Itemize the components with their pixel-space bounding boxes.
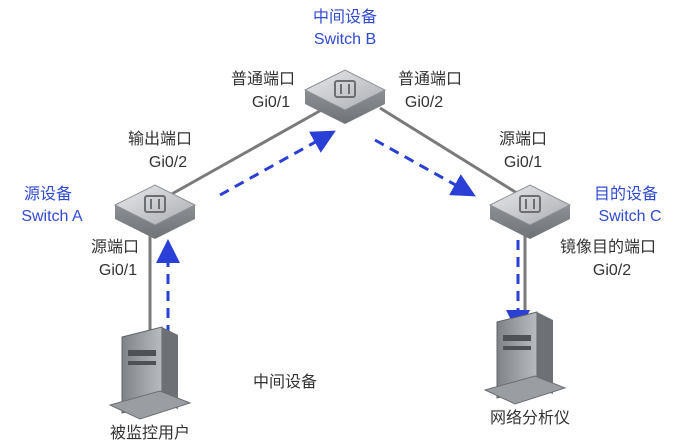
switch-a-src-port: Gi0/1 [98, 262, 138, 279]
pc-icon[interactable] [108, 326, 192, 420]
switch-a-role: 源设备 [23, 186, 73, 203]
switch-c-mirror-port: Gi0/2 [592, 262, 632, 279]
link-a-b [169, 106, 326, 197]
analyzer-label: 网络分析仪 [489, 410, 571, 427]
switch-a-out-port: Gi0/2 [148, 154, 188, 171]
switch-b-role: 中间设备 [312, 9, 378, 26]
switch-icon[interactable] [488, 184, 572, 239]
switch-b-right-port: Gi0/2 [404, 94, 444, 111]
switch-b-left-port: Gi0/1 [251, 94, 291, 111]
switch-c-src-port: Gi0/1 [503, 154, 543, 171]
switch-c-mirror-port-type: 镜像目的端口 [559, 239, 657, 256]
switch-a-name: Switch A [21, 208, 83, 225]
pc-icon[interactable] [483, 311, 567, 405]
middle-device-label: 中间设备 [252, 374, 318, 391]
switch-b-name: Switch B [313, 31, 377, 48]
dashed-arrow-a-b [219, 130, 336, 197]
dashed-arrow-b-c [374, 138, 476, 197]
switch-a-src-port-type: 源端口 [90, 239, 140, 256]
switch-c-src-port-type: 源端口 [498, 131, 548, 148]
switch-icon[interactable] [113, 184, 197, 239]
mirror-flow [156, 130, 530, 335]
switch-a-out-port-type: 输出端口 [127, 131, 193, 148]
switch-c-name: Switch C [598, 208, 662, 225]
monitored-user-label: 被监控用户 [109, 425, 191, 442]
link-lines [148, 106, 527, 345]
switch-b-right-port-type: 普通端口 [397, 71, 463, 88]
switch-c-role: 目的设备 [593, 186, 659, 203]
switch-b-left-port-type: 普通端口 [230, 71, 296, 88]
switch-icon[interactable] [303, 69, 387, 124]
link-b-c [379, 106, 521, 197]
